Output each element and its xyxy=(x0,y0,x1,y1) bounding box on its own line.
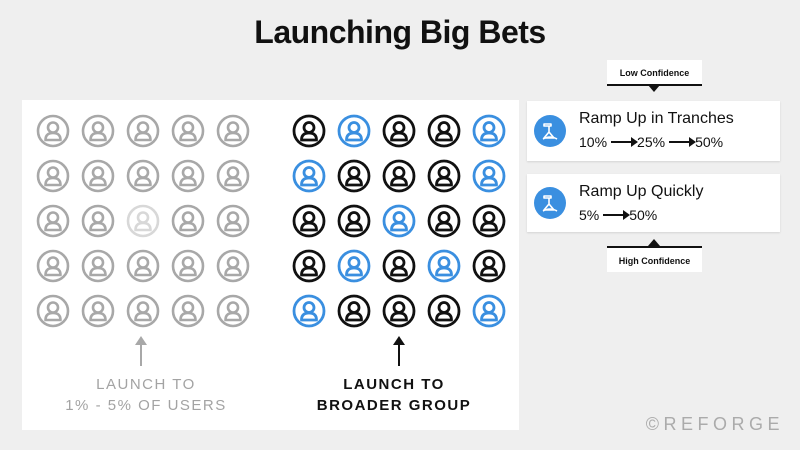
user-groups-panel: LAUNCH TO 1% - 5% OF USERS LAUNCH TO BRO… xyxy=(22,100,519,430)
user-icon xyxy=(427,114,461,148)
user-icon xyxy=(382,114,416,148)
user-icon xyxy=(382,159,416,193)
user-icon xyxy=(427,159,461,193)
user-icon xyxy=(36,204,70,238)
high-confidence-tag: High Confidence xyxy=(607,239,702,272)
right-arrow-icon xyxy=(669,137,697,147)
user-icon xyxy=(171,204,205,238)
user-icon xyxy=(171,114,205,148)
user-icon xyxy=(427,249,461,283)
ramp-icon xyxy=(534,187,566,219)
user-icon xyxy=(81,249,115,283)
ramp-step: 25% xyxy=(637,134,666,150)
up-arrow-icon xyxy=(393,336,405,366)
small-user-grid xyxy=(36,114,250,328)
user-icon xyxy=(36,159,70,193)
up-arrow-icon xyxy=(135,336,147,366)
user-icon xyxy=(36,294,70,328)
user-icon xyxy=(292,159,326,193)
ramp-step: 50% xyxy=(695,134,724,150)
user-icon xyxy=(171,159,205,193)
user-icon xyxy=(472,249,506,283)
user-icon xyxy=(171,249,205,283)
caption-line: 1% - 5% OF USERS xyxy=(65,397,227,414)
user-icon xyxy=(81,159,115,193)
user-icon xyxy=(292,114,326,148)
ramp-tranches-card: Ramp Up in Tranches 10% 25% 50% xyxy=(527,101,780,161)
ramp-step: 10% xyxy=(579,134,608,150)
user-icon xyxy=(171,294,205,328)
user-icon xyxy=(216,114,250,148)
user-icon xyxy=(337,114,371,148)
small-launch-group: LAUNCH TO 1% - 5% OF USERS xyxy=(22,100,270,430)
user-icon xyxy=(337,204,371,238)
user-icon xyxy=(81,204,115,238)
user-icon xyxy=(337,159,371,193)
user-icon xyxy=(36,114,70,148)
user-icon xyxy=(472,159,506,193)
user-icon xyxy=(337,249,371,283)
card-title: Ramp Up Quickly xyxy=(579,183,704,200)
user-icon xyxy=(472,294,506,328)
low-confidence-tag: Low Confidence xyxy=(607,60,702,92)
brand-watermark: ©REFORGE xyxy=(645,414,784,434)
user-icon xyxy=(292,249,326,283)
user-icon xyxy=(216,204,250,238)
user-icon xyxy=(126,249,160,283)
user-icon xyxy=(126,159,160,193)
ramp-step: 50% xyxy=(629,207,658,223)
ramp-quick-card: Ramp Up Quickly 5% 50% xyxy=(527,174,780,232)
user-icon xyxy=(472,204,506,238)
user-icon xyxy=(472,114,506,148)
caption-line: LAUNCH TO xyxy=(96,376,196,393)
user-icon xyxy=(216,159,250,193)
ramp-steps: 10% 25% 50% xyxy=(579,134,723,150)
user-icon xyxy=(337,294,371,328)
right-arrow-icon xyxy=(603,210,631,220)
user-icon xyxy=(382,204,416,238)
caption-line: BROADER GROUP xyxy=(316,397,472,414)
user-icon xyxy=(427,294,461,328)
user-icon xyxy=(81,294,115,328)
user-icon xyxy=(292,294,326,328)
user-icon xyxy=(126,114,160,148)
user-icon xyxy=(81,114,115,148)
right-arrow-icon xyxy=(611,137,639,147)
user-icon xyxy=(126,204,160,238)
user-icon xyxy=(382,294,416,328)
ramp-step: 5% xyxy=(579,207,600,223)
broad-launch-caption: LAUNCH TO BROADER GROUP xyxy=(270,374,518,416)
user-icon xyxy=(216,294,250,328)
broad-launch-group: LAUNCH TO BROADER GROUP xyxy=(270,100,519,430)
ramp-icon xyxy=(534,115,566,147)
broad-user-grid xyxy=(292,114,506,328)
ramp-steps: 5% 50% xyxy=(579,207,657,223)
page-title: Launching Big Bets xyxy=(254,14,546,50)
user-icon xyxy=(36,249,70,283)
user-icon xyxy=(216,249,250,283)
user-icon xyxy=(382,249,416,283)
card-title: Ramp Up in Tranches xyxy=(579,110,734,127)
user-icon xyxy=(292,204,326,238)
small-launch-caption: LAUNCH TO 1% - 5% OF USERS xyxy=(22,374,270,416)
user-icon xyxy=(427,204,461,238)
caption-line: LAUNCH TO xyxy=(343,376,445,393)
user-icon xyxy=(126,294,160,328)
